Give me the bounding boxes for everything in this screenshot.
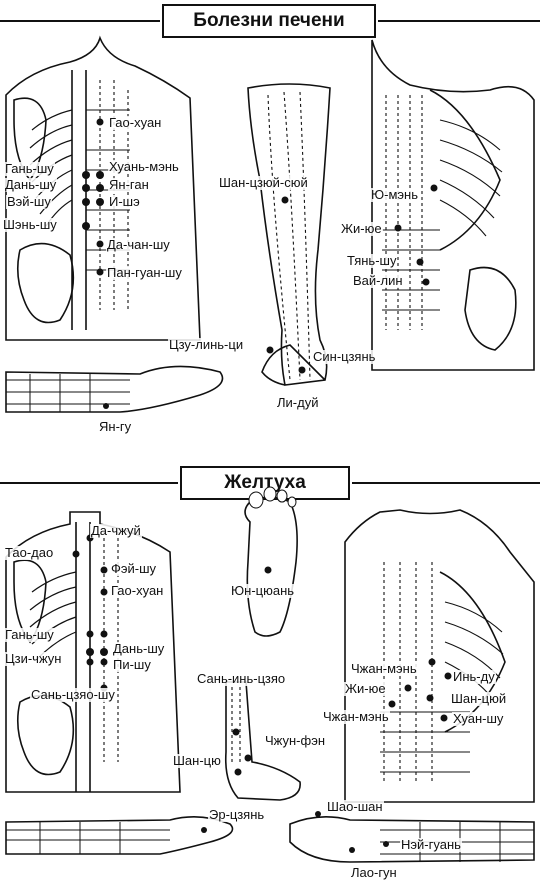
jaundice-panel: Желтуха [0, 462, 540, 886]
sole-outline [244, 496, 298, 637]
ribs-front [439, 119, 503, 237]
leg-meridian-lines [267, 91, 311, 381]
point-gan-shu: Гань-шу [4, 161, 55, 176]
point-lao-gun: Лао-гун [350, 865, 398, 880]
foot-outline [261, 344, 326, 386]
point-huan-shu: Хуан-шу [452, 711, 505, 726]
ankle-leg-outline [224, 681, 301, 801]
point-dan-shu: Дань-шу [4, 177, 58, 192]
point-gao-huan: Гао-хуан [108, 115, 163, 130]
point-yu-men: Ю-мэнь [370, 187, 419, 202]
point-tao-dao: Тао-дао [4, 545, 55, 560]
point-gao-huan: Гао-хуан [110, 583, 165, 598]
left-arm-outline [5, 816, 234, 855]
point-chzhan-men: Чжан-мэнь [350, 661, 418, 676]
point-da-chzhui: Да-чжуй [90, 523, 142, 538]
point-san-in-tszyao: Сань-инь-цзяо [196, 671, 287, 686]
point-sin-tszyan: Син-цзянь [312, 349, 377, 364]
point-zhi-yue: Жи-юе [344, 681, 387, 696]
chest-outline [344, 509, 535, 803]
point-shen-shu: Шэнь-шу [2, 217, 58, 232]
chest-outline [371, 39, 535, 371]
point-huan-men: Хуань-мэнь [108, 159, 180, 174]
point-pan-guan-shu: Пан-гуан-шу [106, 265, 183, 280]
point-shao-shan: Шао-шан [326, 799, 384, 814]
point-san-tszyao-shu: Сань-цзяо-шу [30, 687, 116, 702]
point-vai-lin: Вай-лин [352, 273, 404, 288]
arm-outline [5, 365, 224, 413]
point-chzhun-fen: Чжун-фэн [264, 733, 327, 748]
ankle-meridian-lines [231, 687, 241, 762]
left-arm-grid [6, 822, 170, 854]
point-da-chan-shu: Да-чан-шу [106, 237, 171, 252]
ribcage-outline [429, 89, 501, 251]
hip-bone-outline [464, 266, 517, 351]
acupoints-panel1 [82, 118, 438, 409]
point-tszi-chzhun: Цзи-чжун [4, 651, 63, 666]
scapula-outline [13, 559, 47, 644]
point-vei-shu: Вэй-шу [6, 194, 52, 209]
point-yan-gu: Ян-гу [98, 419, 133, 434]
back-torso-outline [5, 35, 201, 341]
liver-diseases-figure [5, 35, 535, 413]
point-fei-shu: Фэй-шу [110, 561, 158, 576]
pelvis-outline [16, 694, 75, 776]
leg-outline [247, 83, 331, 386]
title-rule-left [0, 20, 160, 22]
point-gan-shu: Гань-шу [4, 627, 55, 642]
title-rule-right [352, 482, 540, 484]
section-title: Болезни печени [162, 4, 376, 38]
ribcage-outline [439, 571, 506, 733]
right-hand-outline [289, 816, 535, 863]
point-shan-tszyui-syui: Шан-цзюй-сюй [218, 175, 309, 190]
point-tszu-lin-tsi: Цзу-линь-ци [168, 337, 245, 352]
point-dan-shu: Дань-шу [112, 641, 166, 656]
point-tyan-shu: Тянь-шу [346, 253, 398, 268]
pelvis-outline [16, 242, 75, 324]
liver-diseases-panel: Болезни печени [0, 0, 540, 440]
point-pi-shu: Пи-шу [112, 657, 152, 672]
toe-outlines [248, 486, 297, 509]
point-in-du: Инь-ду [452, 669, 496, 684]
point-li-dui: Ли-дуй [276, 395, 320, 410]
point-nei-guan: Нэй-гуань [400, 837, 462, 852]
point-chzhan-men-lower: Чжан-мэнь [322, 709, 390, 724]
point-shan-tsyu: Шан-цю [172, 753, 222, 768]
arm-grid [6, 374, 130, 412]
ribs-back [29, 571, 77, 661]
front-meridian-lines [385, 95, 423, 330]
point-shan-tsyui: Шан-цюй [450, 691, 508, 706]
point-yun-tsyuan: Юн-цюань [230, 583, 296, 598]
front-grid-horizontals [382, 229, 440, 311]
point-zhi-yue: Жи-юе [340, 221, 383, 236]
point-yan-gan: Ян-ган [108, 177, 150, 192]
title-rule-right [378, 20, 540, 22]
title-rule-left [0, 482, 178, 484]
point-i-she: И-шэ [108, 194, 141, 209]
spine-outline [75, 522, 91, 792]
point-er-tszyan: Эр-цзянь [208, 807, 266, 822]
